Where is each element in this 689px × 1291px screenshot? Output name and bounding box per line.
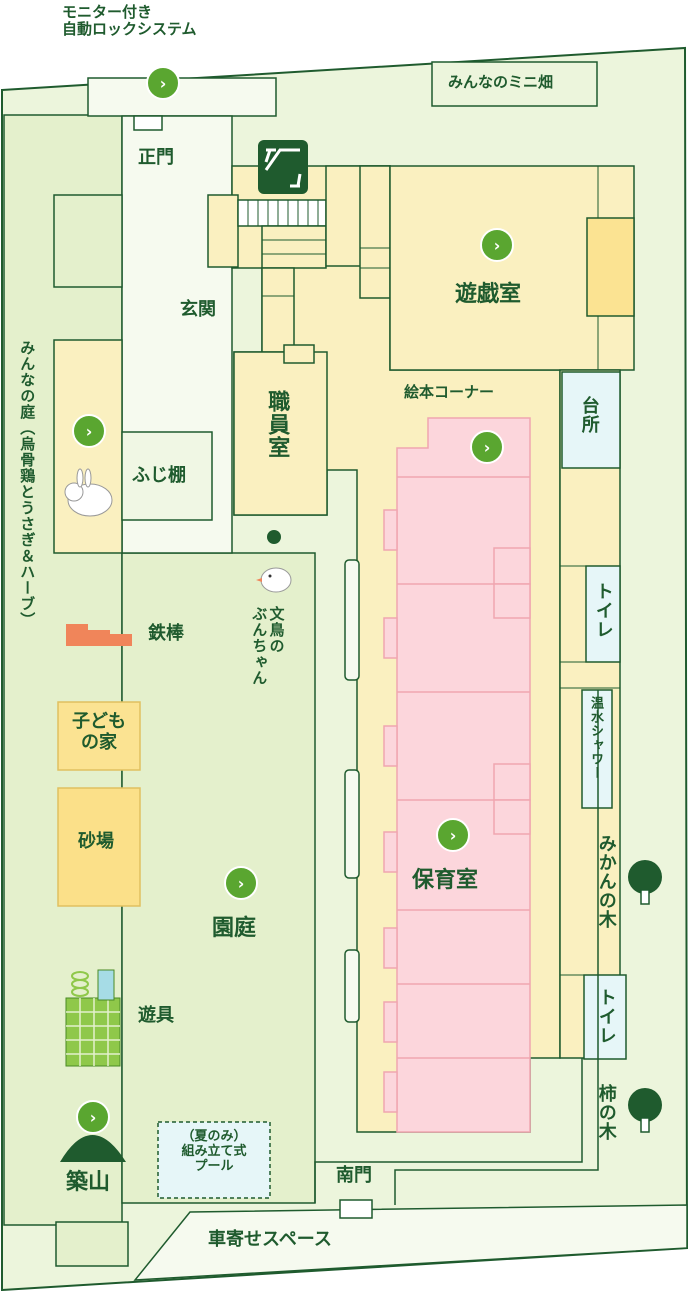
- hoikushitsu-label: 保育室: [412, 868, 479, 893]
- sunaba-area: [57, 787, 141, 907]
- daidokoro-label: 台所: [578, 396, 600, 434]
- corridor-window: [344, 769, 360, 879]
- yugu-label: 遊具: [138, 1005, 174, 1026]
- pool-area: [157, 1121, 271, 1199]
- seimon-label: 正門: [138, 147, 174, 168]
- yugishitsu-button[interactable]: ›: [480, 228, 514, 262]
- yugu-ladder: [97, 969, 115, 1001]
- stairs: [237, 199, 327, 227]
- shower-room: [581, 689, 613, 809]
- tetsubou-bar: [88, 630, 110, 646]
- entei-area: [121, 552, 316, 1204]
- daidokoro-room: [561, 371, 621, 469]
- kodomo-ie-area: [57, 701, 141, 771]
- onsui-shower-label: 温水シャワー: [587, 696, 603, 780]
- corridor-window: [344, 949, 360, 1023]
- entei-label: 園庭: [212, 916, 257, 941]
- toilet2-label: トイレ: [595, 988, 617, 1045]
- minna-hatake-label: みんなのミニ畑: [448, 73, 554, 91]
- minamimon-gate: [339, 1199, 373, 1219]
- fuji-dana-label: ふじ棚: [132, 465, 186, 486]
- seimon-gate: [133, 115, 163, 131]
- fuji-dana-area: [121, 431, 213, 521]
- tsukiyama-hill: [60, 1135, 126, 1162]
- tree-icon: [628, 1088, 662, 1133]
- shokuinshitsu-label: 職員室: [264, 390, 290, 459]
- minna-hatake-area: [431, 61, 598, 107]
- kuruma-space-area: [133, 1204, 688, 1281]
- south-fence: [394, 690, 599, 1205]
- tetsubou-bar: [66, 624, 88, 646]
- south-fence: [314, 1058, 583, 1203]
- autolock-button[interactable]: ›: [146, 66, 180, 100]
- corridor-window: [344, 559, 360, 681]
- kodomo-ie-label: 子ども の家: [72, 711, 126, 753]
- garden-box: [53, 194, 123, 288]
- buncho-label: 文鳥の ぶんちゃん: [250, 606, 286, 686]
- tetsubou-label: 鉄棒: [148, 623, 184, 644]
- tsukiyama-label: 築山: [66, 1170, 111, 1195]
- yugu-frame: [65, 997, 121, 1067]
- yugishitsu-stage: [586, 217, 635, 317]
- kuruma-space-label: 車寄せスペース: [208, 1229, 332, 1250]
- stairs-block: [207, 194, 239, 268]
- bird-icon: [256, 567, 292, 593]
- minna-niwa-label: みんなの庭（烏骨鶏とうさぎ＆ハーブ）: [18, 340, 37, 628]
- ehon-corner-button[interactable]: ›: [470, 430, 504, 464]
- minna-niwa-button[interactable]: ›: [72, 414, 106, 448]
- yugishitsu-label: 遊戯室: [455, 282, 522, 307]
- genkan-label: 玄関: [180, 299, 216, 320]
- shokuinshitsu-room: [233, 351, 328, 516]
- autolock-label: モニター付き 自動ロックシステム: [62, 3, 197, 39]
- pool-label: （夏のみ） 組み立て式 プール: [181, 1129, 247, 1174]
- kaki-label: 柿の木: [595, 1084, 617, 1141]
- tree-icon: [628, 860, 662, 905]
- tsukiyama-button[interactable]: ›: [76, 1100, 110, 1134]
- marker-dot: [267, 530, 281, 544]
- genkan-room: [261, 267, 295, 353]
- minamimon-label: 南門: [336, 1165, 372, 1186]
- tetsubou-bar: [110, 634, 132, 646]
- north-closet: [359, 165, 391, 299]
- toilet1-label: トイレ: [592, 582, 614, 639]
- hoikushitsu-button[interactable]: ›: [436, 818, 470, 852]
- staff-window: [283, 344, 315, 364]
- entry-hall: [261, 225, 327, 269]
- toilet1-room: [585, 565, 621, 663]
- sunaba-label: 砂場: [78, 831, 114, 852]
- ehon-corner-label: 絵本コーナー: [404, 383, 495, 401]
- entei-button[interactable]: ›: [224, 866, 258, 900]
- mikan-label: みかんの木: [595, 834, 617, 929]
- sw-box: [55, 1221, 129, 1267]
- elevator-icon: [258, 140, 308, 194]
- north-wall: [87, 77, 277, 117]
- rabbit-icon: [64, 468, 113, 517]
- toilet2-room: [583, 974, 627, 1060]
